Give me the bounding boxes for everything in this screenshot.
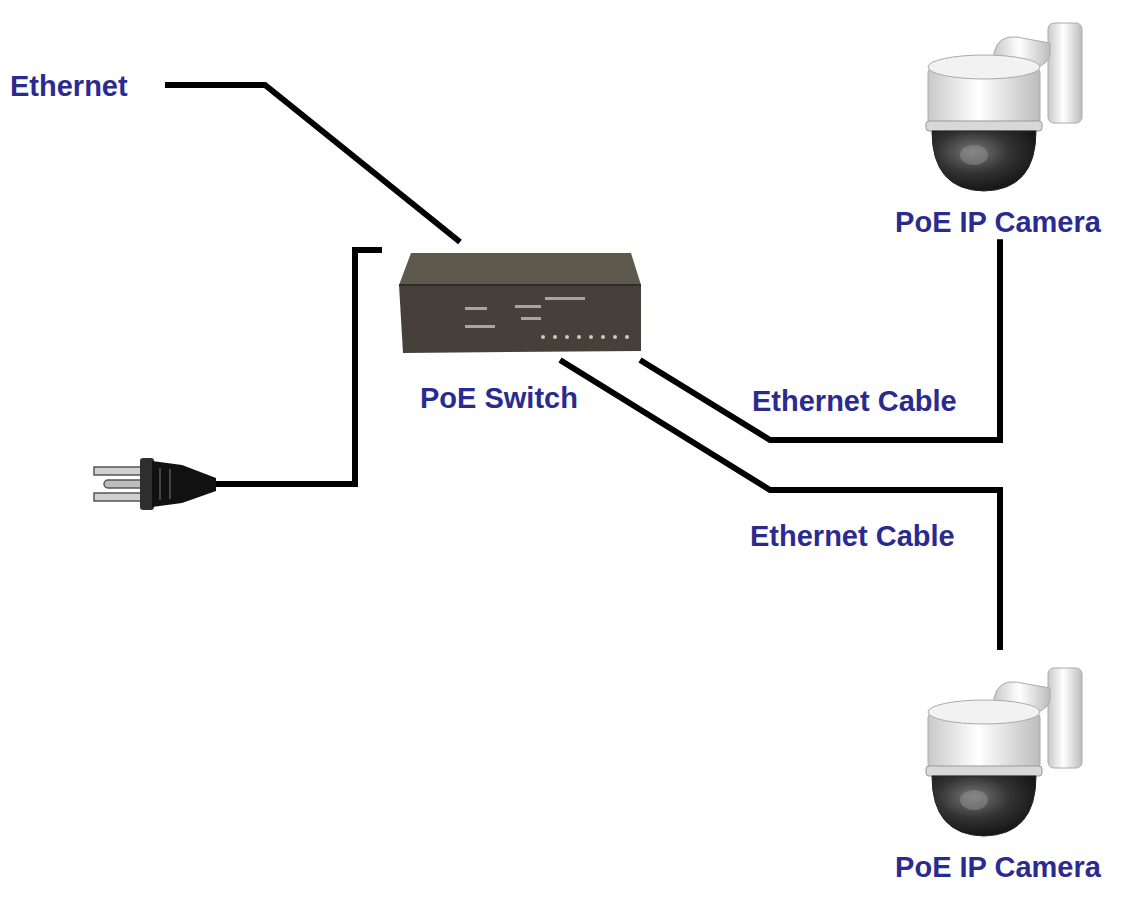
ethernet-cable [560,360,1000,650]
switch-label: PoE Switch [420,382,578,415]
switch-illustration [395,245,645,360]
camera-illustration [898,5,1098,200]
cable-label: Ethernet [10,70,128,103]
camera-illustration [898,650,1098,845]
uplink-cable [165,85,460,242]
power-plug [94,458,216,510]
camera-label: PoE IP Camera [895,206,1101,239]
camera-node: PoE IP Camera [895,5,1101,239]
power-cord [213,250,382,484]
cable-label: Ethernet Cable [752,385,957,418]
switch-node: PoE Switch [395,245,645,360]
cable-label: Ethernet Cable [750,520,955,553]
camera-node: PoE IP Camera [895,650,1101,884]
ethernet-cable [640,239,1000,440]
camera-label: PoE IP Camera [895,851,1101,884]
